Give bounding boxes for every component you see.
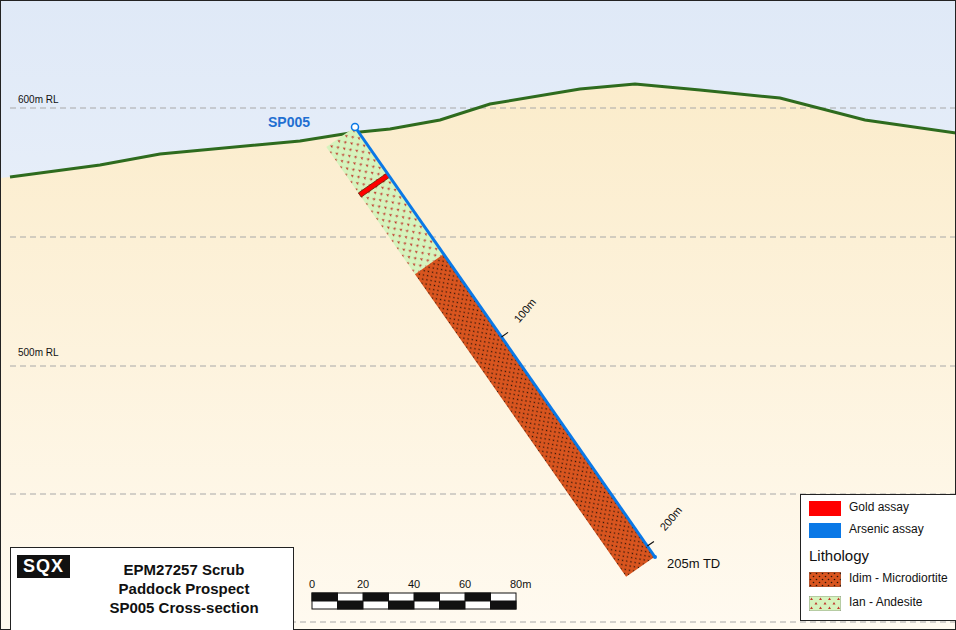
scale-number: 40 — [408, 578, 420, 590]
scale-bar — [312, 593, 516, 609]
depth-tick — [647, 542, 654, 547]
title: EPM27257 Scrub Paddock Prospect SP005 Cr… — [99, 560, 269, 617]
legend-text: Idim - Microdiortite — [849, 571, 948, 585]
legend-heading: Lithology — [809, 547, 869, 564]
rl-label: 500m RL — [18, 347, 59, 358]
title-panel: SQX EPM27257 Scrub Paddock Prospect SP005… — [10, 547, 294, 630]
logo-text: SQX — [23, 556, 64, 577]
hole-end — [653, 555, 657, 559]
rl-label: 600m RL — [18, 94, 59, 105]
legend-swatch — [809, 501, 841, 516]
scale-number: 80m — [510, 578, 531, 590]
legend-swatch — [809, 596, 841, 611]
ground — [0, 84, 956, 630]
hole-id: SP005 — [268, 114, 310, 130]
depth-tick — [501, 332, 508, 337]
total-depth: 205m TD — [667, 556, 720, 571]
scale-number: 60 — [459, 578, 471, 590]
legend-text: Ian - Andesite — [849, 595, 922, 609]
scale-number: 20 — [357, 578, 369, 590]
topography — [10, 84, 956, 177]
drill-hole — [326, 122, 661, 576]
collar — [352, 124, 359, 131]
legend-text: Arsenic assay — [849, 522, 924, 536]
microdiorite-interval — [415, 254, 655, 577]
logo: SQX — [17, 555, 70, 578]
andesite-interval — [326, 127, 443, 274]
gold-assay — [358, 173, 390, 197]
legend-swatch — [809, 572, 841, 587]
legend-panel: Gold assayArsenic assayIdim - Microdiort… — [800, 494, 956, 621]
arsenic-assay — [355, 127, 655, 557]
rl-gridlines — [10, 108, 956, 622]
scale-number: 0 — [309, 578, 315, 590]
legend-swatch — [809, 523, 841, 538]
legend-text: Gold assay — [849, 500, 909, 514]
